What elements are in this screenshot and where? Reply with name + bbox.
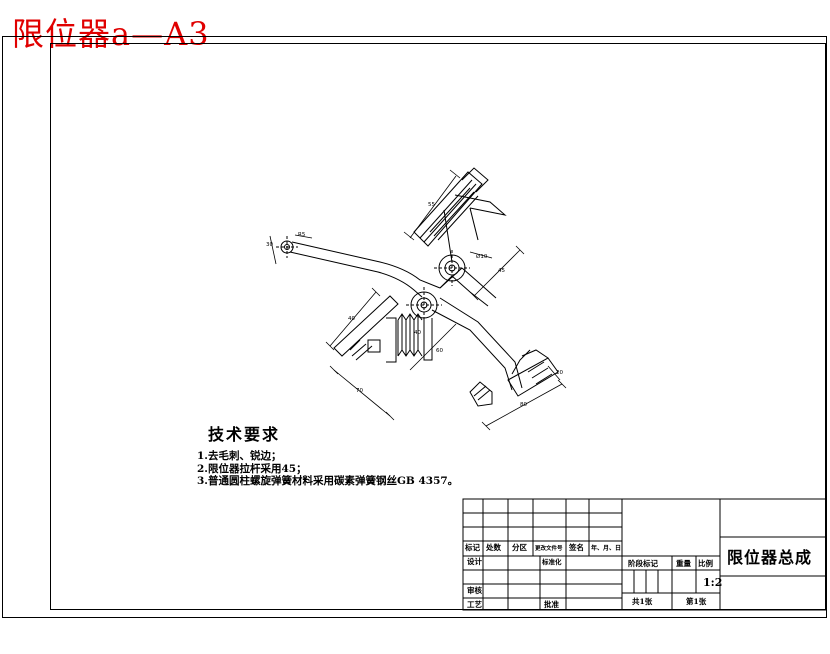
tb-zone-label: 分区 <box>512 543 527 552</box>
lever-arm <box>289 241 523 391</box>
tb-scale-label: 比例 <box>698 559 713 568</box>
tb-drawing-name: 限位器总成 <box>727 548 813 567</box>
upper-pivot <box>434 250 470 286</box>
tb-approve-label: 批准 <box>544 600 559 609</box>
requirement-item: 1.去毛刺、锐边； <box>197 450 282 462</box>
tb-count-label: 处数 <box>486 543 501 552</box>
title-block-grid <box>462 498 827 611</box>
tb-mark-label: 标记 <box>465 543 480 552</box>
tb-scale-value: 1:2 <box>703 576 723 589</box>
dim-text-8: 60 <box>436 348 443 354</box>
dim-text-2: R5 <box>298 232 306 238</box>
dimension-lines <box>269 169 567 431</box>
tb-date-label: 年、月、日 <box>591 545 622 552</box>
requirements-heading: 技术要求 <box>208 425 281 444</box>
tb-standardization-label: 标准化 <box>542 558 562 566</box>
lever-end-eye <box>276 236 298 258</box>
inner-frame <box>50 43 826 610</box>
tb-weight-label: 重量 <box>676 559 691 568</box>
dim-text-7: 40 <box>414 330 421 336</box>
requirement-item: 3.普通圆柱螺旋弹簧材料采用碳素弹簧钢丝GB 4357。 <box>197 475 459 487</box>
dim-text-10: 80 <box>520 402 527 408</box>
dim-text-4: Ø10 <box>476 253 488 260</box>
tb-stage-label: 阶段标记 <box>628 559 658 568</box>
tb-sheet-no: 第1张 <box>686 597 707 606</box>
lower-pivot <box>406 287 442 323</box>
lower-bracket <box>469 349 559 407</box>
dim-text-11: 20 <box>556 370 563 376</box>
upper-bracket <box>413 167 507 263</box>
outer-frame <box>2 36 827 618</box>
dim-text-6: 40 <box>348 316 355 322</box>
dim-text-1: 30 <box>266 242 273 248</box>
tb-change-doc-label: 更改文件号 <box>535 546 563 552</box>
tb-check-label: 审核 <box>467 586 482 595</box>
requirement-item: 2.限位器拉杆采用45； <box>197 463 307 475</box>
tb-signature-label: 签名 <box>569 543 584 552</box>
dim-text-3: 55 <box>428 202 435 208</box>
dim-text-9: 70 <box>356 388 363 394</box>
dim-text-5: 45 <box>498 268 505 274</box>
tb-process-label: 工艺 <box>467 600 482 609</box>
tb-total-sheets: 共1张 <box>632 597 653 606</box>
drawing-title: 限位器a—A3 <box>12 15 210 53</box>
tb-design-label: 设计 <box>467 557 482 566</box>
spring-assembly <box>333 295 433 363</box>
